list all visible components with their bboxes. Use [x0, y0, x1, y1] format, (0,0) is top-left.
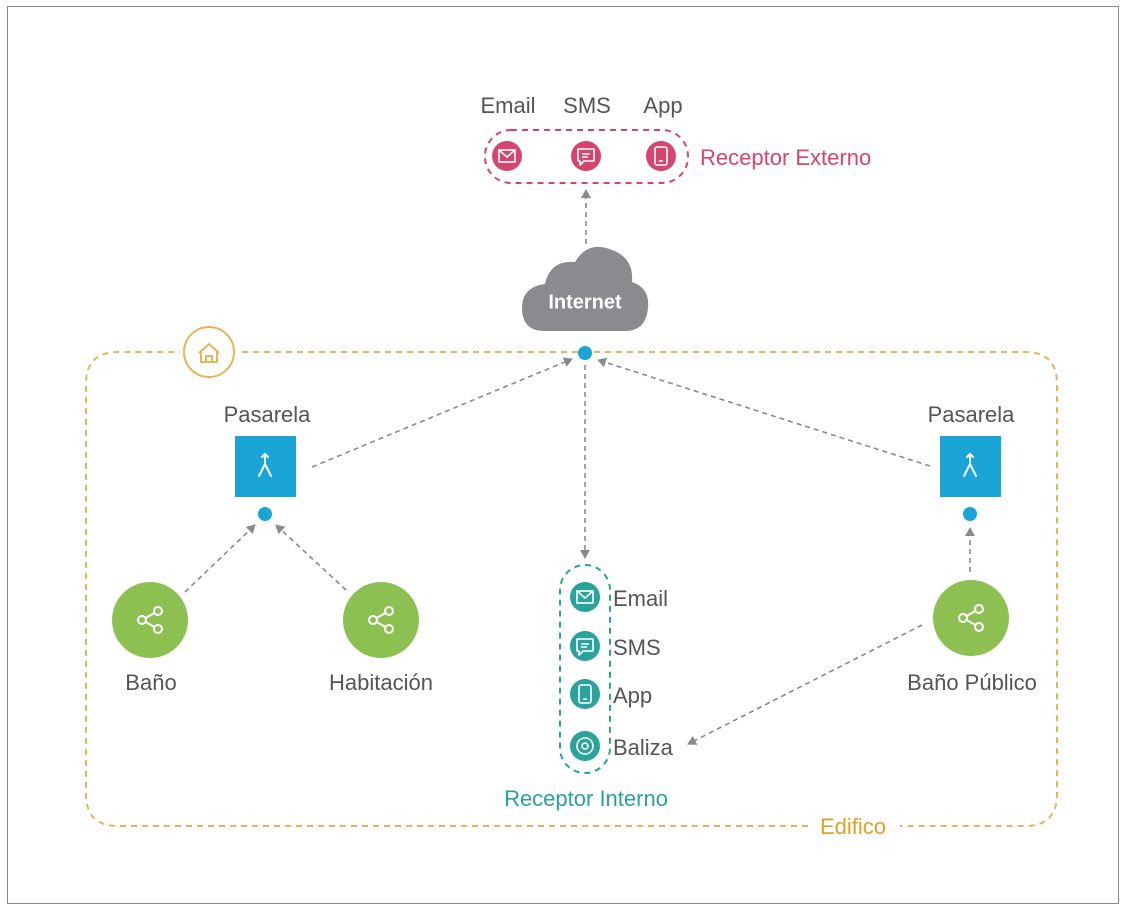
sensor-habitacion [343, 582, 419, 658]
internal-sms-icon [570, 631, 600, 661]
external-app-icon [646, 141, 676, 171]
arrow-habitacion-to-gateway [275, 524, 347, 591]
external-sms-label: SMS [563, 93, 611, 118]
internet-label: Internet [548, 291, 622, 314]
internet-hub-node [578, 346, 592, 360]
arrow-bano-to-gateway [184, 524, 256, 593]
arrow-gateway-left-to-hub [311, 357, 573, 468]
sensor-bano-publico-label: Baño Público [907, 670, 1037, 695]
external-receiver-title: Receptor Externo [700, 145, 872, 170]
external-receiver-group [484, 129, 689, 184]
internal-sms-label: SMS [613, 635, 661, 660]
gateway-left-label: Pasarela [223, 402, 311, 427]
arrow-gateway-right-to-hub [597, 357, 931, 467]
building-boundary [85, 351, 1058, 827]
arrow-banopublico-to-baliza [687, 624, 923, 745]
internal-beacon-label: Baliza [613, 735, 673, 760]
internal-receiver-group [559, 564, 611, 774]
gateway-right-node [963, 507, 977, 521]
gateway-left-node [258, 507, 272, 521]
internal-app-label: App [613, 683, 653, 708]
gateway-left-icon [258, 452, 272, 477]
external-sms-icon [571, 141, 601, 171]
external-app-label: App [643, 93, 683, 118]
gateway-right-icon [963, 452, 977, 477]
sensor-bano-label: Baño [125, 670, 177, 695]
sensor-bano [112, 582, 188, 658]
building-label: Edifico [819, 814, 887, 839]
diagram-frame [7, 6, 1119, 904]
home-icon [183, 326, 235, 378]
internal-app-icon [570, 679, 600, 709]
internal-email-icon [570, 582, 600, 612]
gateway-right-label: Pasarela [927, 402, 1015, 427]
external-email-label: Email [480, 93, 536, 118]
sensor-habitacion-label: Habitación [329, 670, 433, 695]
external-email-icon [492, 141, 522, 171]
internal-email-label: Email [613, 586, 669, 611]
sensor-bano-publico [933, 580, 1009, 656]
internet-cloud [522, 246, 649, 331]
internal-beacon-icon [570, 731, 600, 761]
internal-receiver-title: Receptor Interno [504, 786, 668, 811]
